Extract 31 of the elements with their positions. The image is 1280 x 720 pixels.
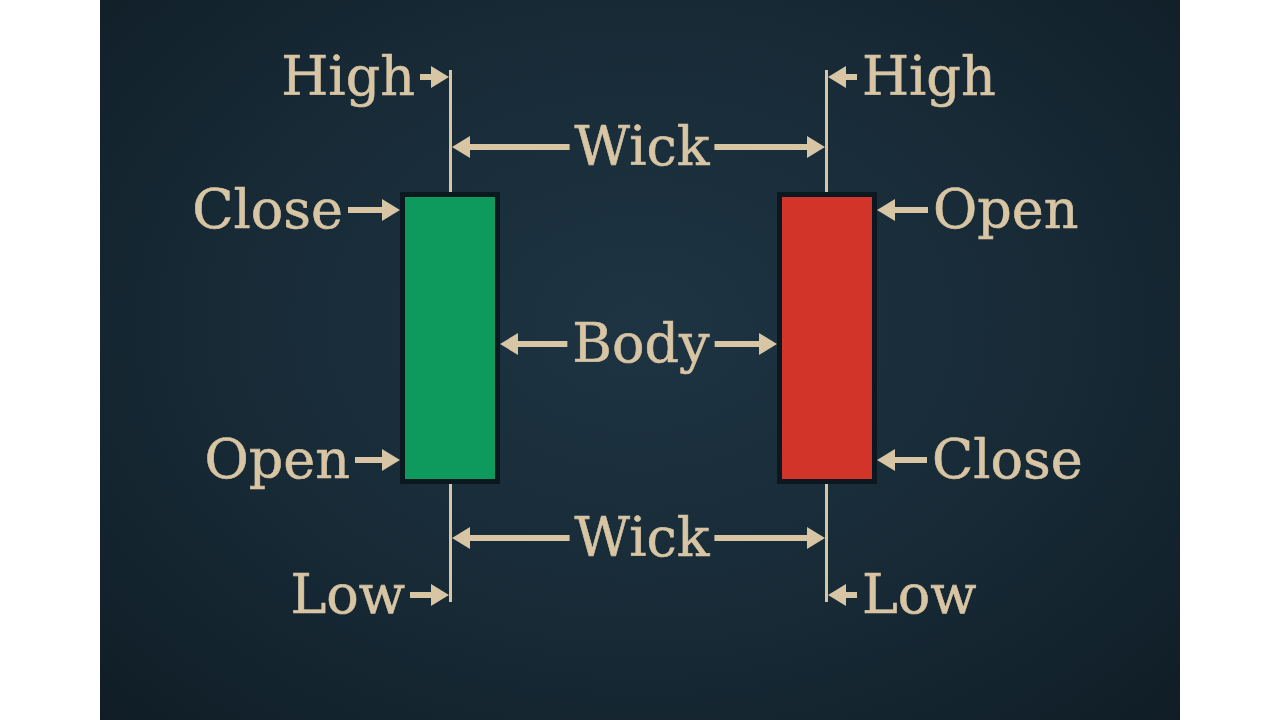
- upper-wick: [825, 70, 828, 192]
- lower-wick: [825, 484, 828, 602]
- price-label: Open: [204, 427, 350, 493]
- arrow: [452, 527, 570, 549]
- price-label: Low: [290, 562, 405, 628]
- arrow: [355, 449, 400, 471]
- arrow: [500, 333, 568, 355]
- price-label: Open: [933, 177, 1079, 243]
- lower-wick: [449, 484, 452, 602]
- arrow: [420, 66, 449, 88]
- arrow: [452, 136, 570, 158]
- part-label: Wick: [574, 114, 710, 180]
- price-label: High: [862, 44, 996, 110]
- arrow: [877, 449, 927, 471]
- arrow: [348, 199, 400, 221]
- arrow: [714, 527, 825, 549]
- arrow: [714, 333, 777, 355]
- price-label: Close: [192, 177, 343, 243]
- arrow: [410, 584, 449, 606]
- part-label: Wick: [574, 505, 710, 571]
- price-label: Low: [862, 562, 977, 628]
- bearish-candle-body: [777, 192, 877, 484]
- upper-wick: [449, 70, 452, 192]
- part-label: Body: [572, 311, 710, 377]
- arrow: [877, 199, 928, 221]
- price-label: Close: [932, 427, 1083, 493]
- price-label: High: [281, 44, 415, 110]
- bullish-candle-body: [400, 192, 500, 484]
- arrow: [828, 66, 857, 88]
- arrow: [828, 584, 857, 606]
- arrow: [714, 136, 825, 158]
